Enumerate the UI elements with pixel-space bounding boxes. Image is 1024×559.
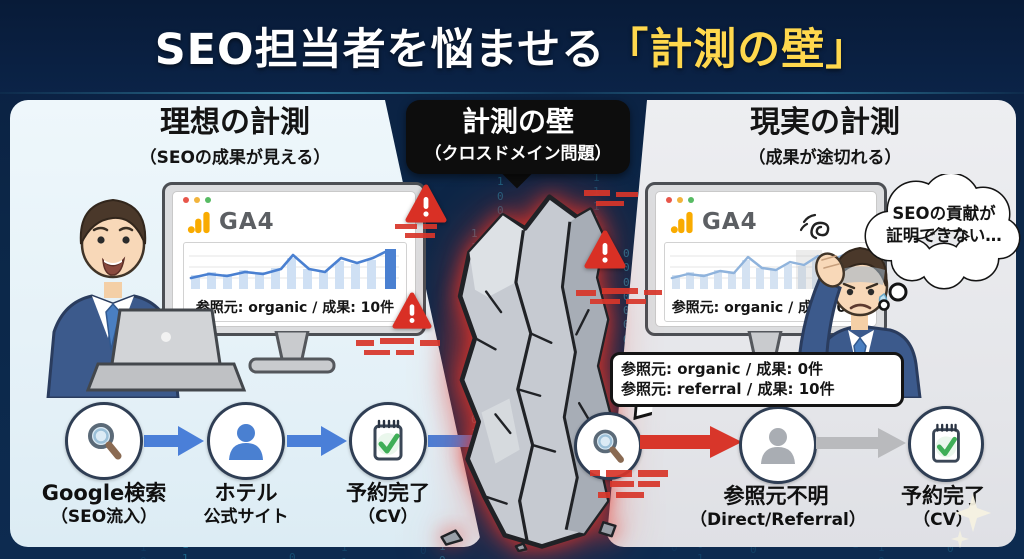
glitch-dashes [576,288,662,304]
ideal-subtitle: （SEOの成果が見える） [139,148,331,168]
ideal-flow-label-search: Google検索 （SEO流入） [41,481,167,527]
thought-bubble [864,174,1021,311]
search-icon [593,429,624,463]
ideal-flow-step-search [65,402,143,480]
search-icon [88,423,122,460]
ideal-panel-heading: 理想の計測 （SEOの成果が見える） [60,106,410,168]
ideal-flow-label-cv: 予約完了 （CV） [346,481,430,527]
ga4-label: GA4 [219,209,275,235]
ref-callout-line1: 参照元: organic / 成果: 0件 [621,360,824,378]
warning-icon [584,230,626,269]
ideal-monitor-stand [248,331,336,374]
reality-flow-step-unknown [739,406,817,484]
header-banner: SEO担当者を悩ませる「計測の壁」 [0,0,1024,92]
glitch-dashes [356,338,440,355]
reality-subtitle: （成果が途切れる） [748,148,902,168]
reality-arrow-broken [640,426,742,458]
checklist-icon [932,423,960,463]
ideal-arrow-2 [287,426,347,456]
warning-icon [405,184,447,223]
sparkle-icon [951,494,991,548]
ideal-traffic-chart [189,249,399,289]
ideal-flow-step-site [207,402,285,480]
ideal-title: 理想の計測 [160,105,310,140]
wall-title: 計測の壁 [461,105,574,138]
ga4-logo-row: GA4 [187,209,275,235]
ideal-flow-label-site: ホテル 公式サイト [203,481,289,527]
ref-callout-line2: 参照元: referral / 成果: 10件 [621,379,835,398]
reality-panel-heading: 現実の計測 （成果が途切れる） [660,106,990,168]
reality-arrow-gray [816,428,906,458]
wall-callout: 計測の壁 （クロスドメイン問題） [406,100,630,174]
checklist-icon [373,419,403,461]
reality-flow-step-cv [908,406,984,482]
ga4-label: GA4 [702,209,758,235]
page-title: SEO担当者を悩ませる [154,25,606,75]
confusion-squiggle-icon [799,213,830,240]
thought-bubble-text: SEOの貢献が 証明できない… [886,204,1002,246]
browser-dots-icon [183,197,211,203]
ideal-chart-box: 参照元: organic / 成果: 10件 [183,242,407,322]
warning-icon [392,292,432,329]
ideal-ga4-screen: GA4 参 [172,191,416,327]
reality-flow-label-cv: 予約完了 （CV） [901,484,985,530]
reality-flow-label-unknown: 参照元不明 （Direct/Referral） [690,484,866,530]
ga4-logo-row: GA4 [670,209,758,235]
ideal-arrow-1 [144,426,204,456]
ref-callout: 参照元: organic / 成果: 0件 参照元: referral / 成果… [610,352,904,407]
ideal-screen-caption: 参照元: organic / 成果: 10件 [195,300,395,316]
glitch-dashes [584,190,638,206]
ga4-logo-icon [187,211,210,233]
wall-subtitle: （クロスドメイン問題） [424,143,612,164]
user-icon [761,428,795,464]
reality-title: 現実の計測 [750,105,900,140]
browser-dots-icon [666,197,694,203]
ga4-logo-icon [670,211,693,233]
user-icon [229,424,263,460]
page-title-accent: 「計測の壁」 [605,25,870,75]
glitch-dashes [395,224,437,238]
ideal-flow-step-cv [349,402,427,480]
glitch-dashes [590,470,668,498]
ideal-laptop-illustration [86,308,247,392]
